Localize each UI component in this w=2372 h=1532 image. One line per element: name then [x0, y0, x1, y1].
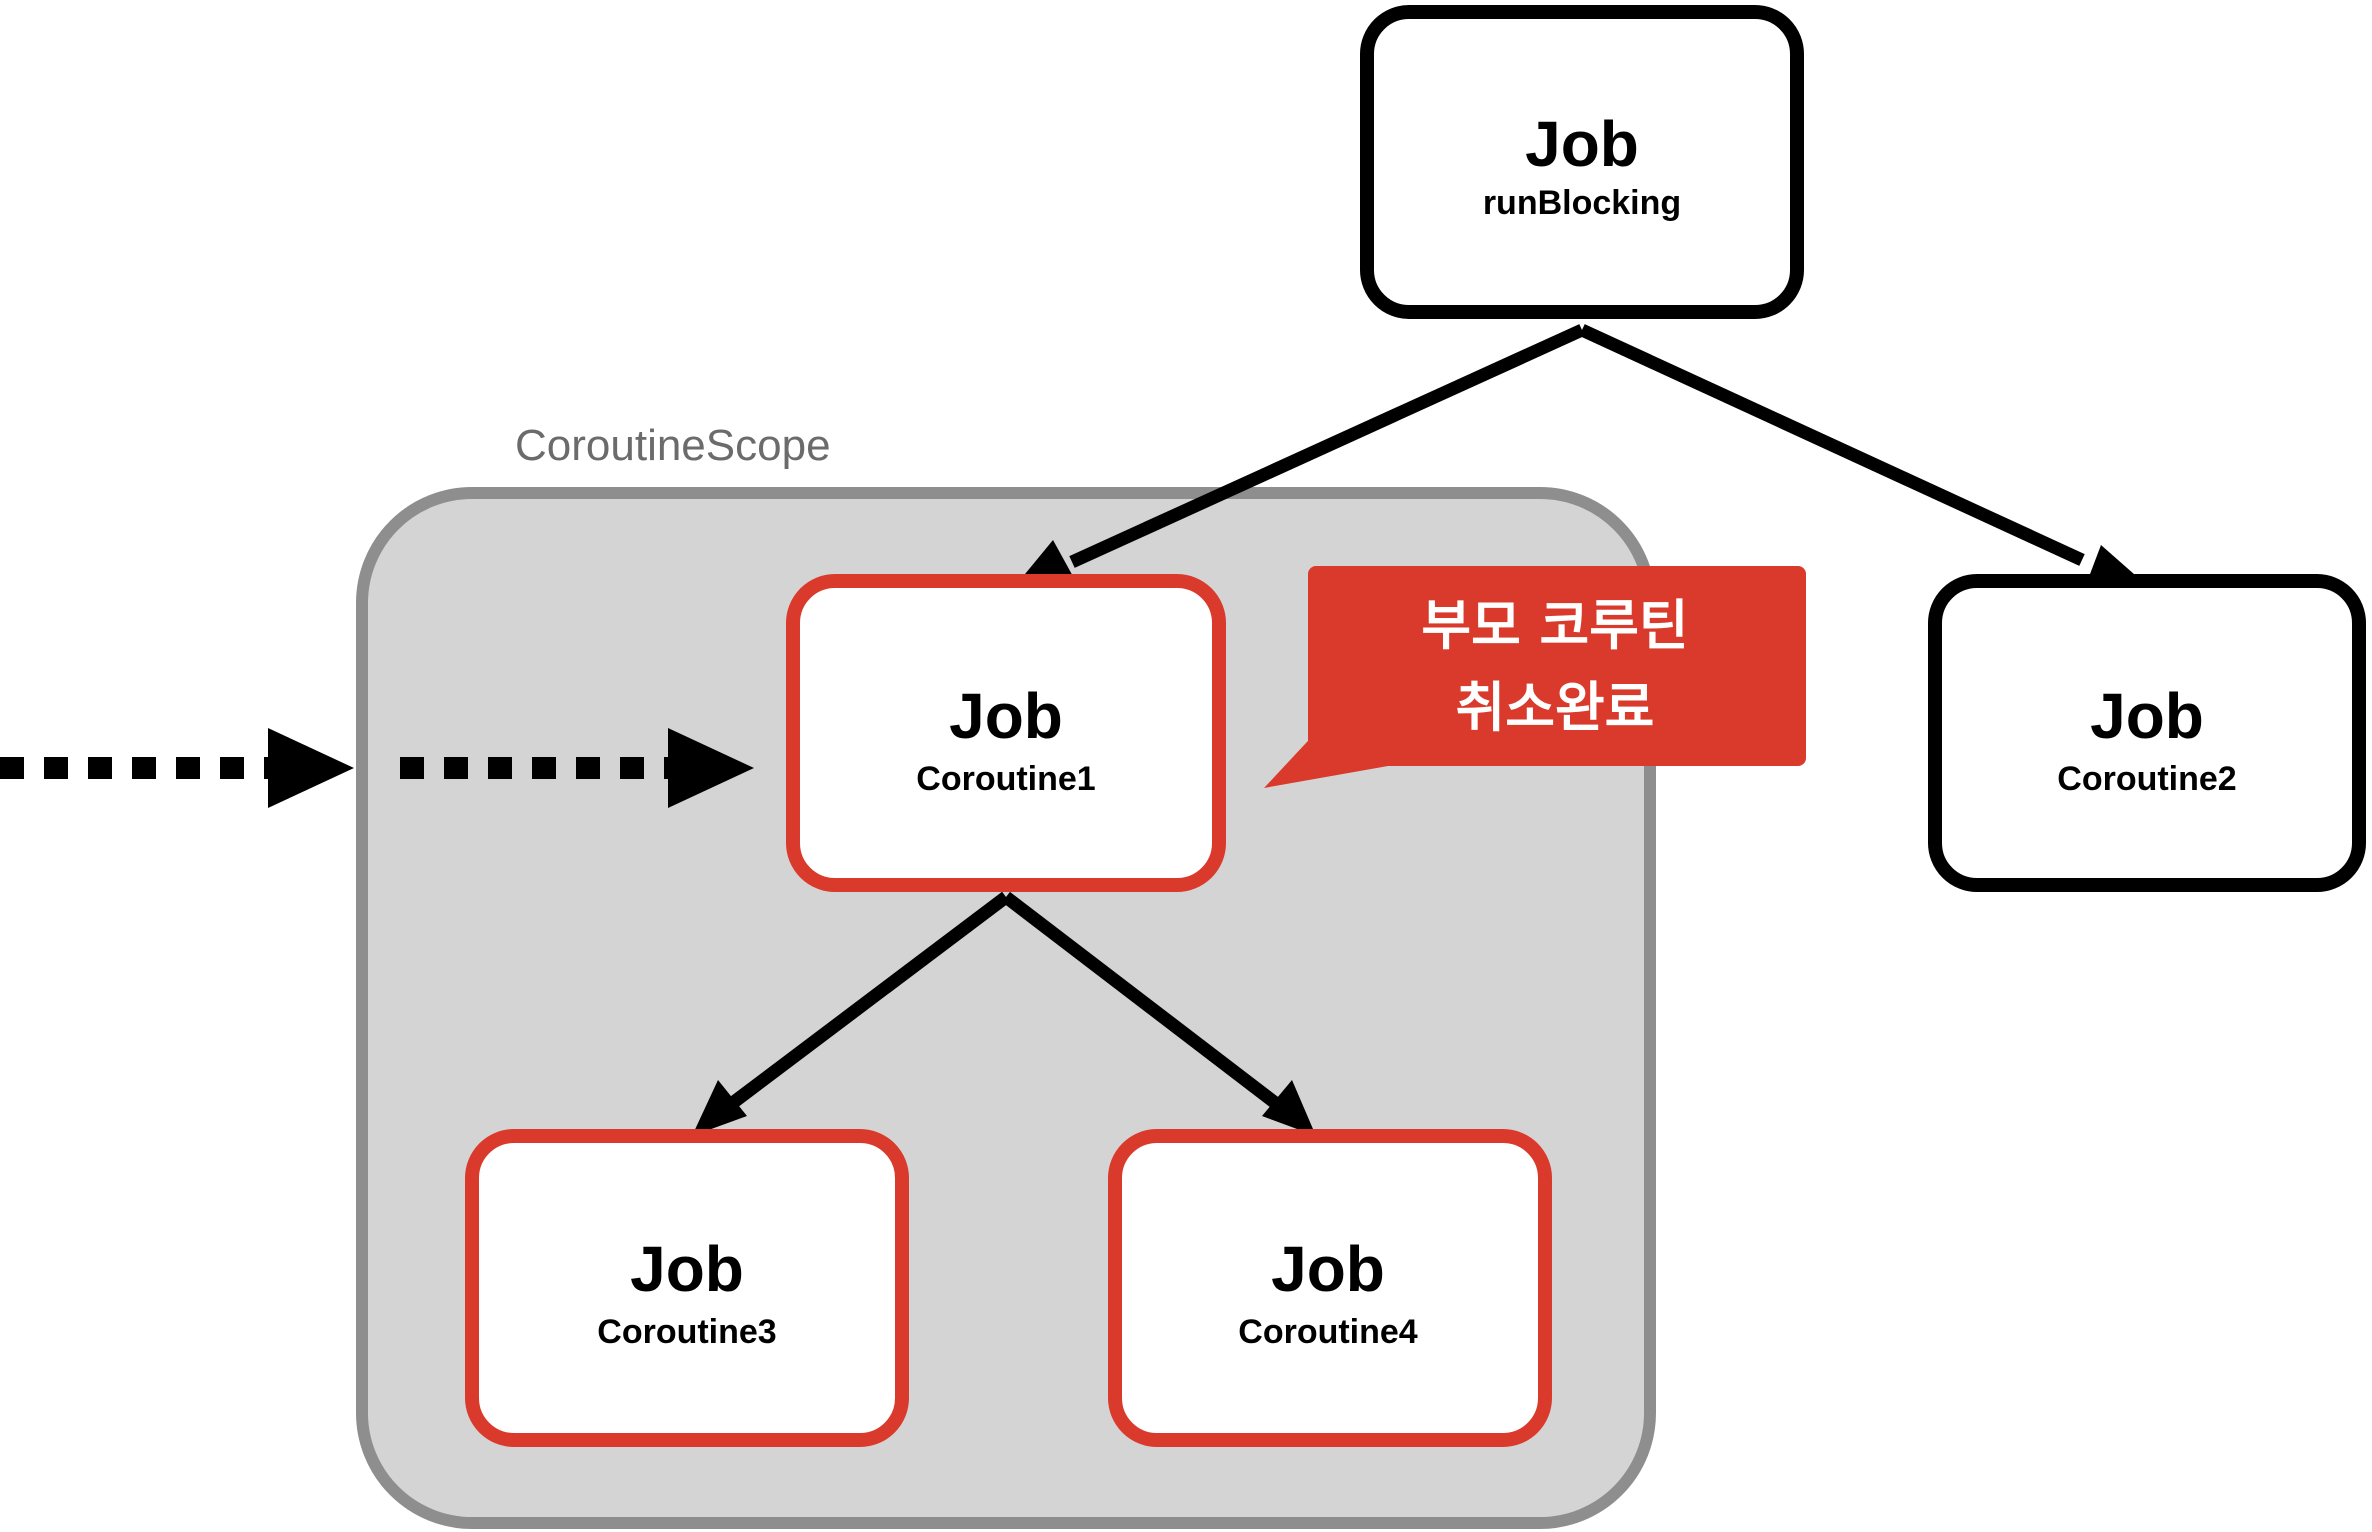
edge-coroutine1-to-coroutine3 — [692, 891, 1010, 1136]
job-node-coroutine4-subtitle: Coroutine4 — [1238, 1313, 1418, 1351]
job-node-coroutine2-subtitle: Coroutine2 — [2057, 760, 2236, 798]
job-node-coroutine4-title: Job — [1271, 1233, 1385, 1305]
job-node-coroutine3: Job Coroutine3 — [465, 1129, 909, 1447]
job-node-runblocking: Job runBlocking — [1360, 5, 1804, 319]
job-node-coroutine1-subtitle: Coroutine1 — [916, 760, 1095, 798]
job-node-coroutine2-title: Job — [2090, 680, 2204, 752]
coroutine-scope-label: CoroutineScope — [515, 421, 831, 470]
job-node-runblocking-subtitle: runBlocking — [1483, 184, 1681, 222]
cancel-complete-callout: 부모 코루틴 취소완료 — [1264, 566, 1806, 788]
cancel-signal-arrow-inner — [400, 728, 754, 808]
job-node-coroutine4: Job Coroutine4 — [1108, 1129, 1552, 1447]
edge-runblocking-to-coroutine2 — [1579, 324, 2143, 582]
cancel-signal-arrow-outer — [0, 728, 354, 808]
job-node-runblocking-title: Job — [1525, 108, 1639, 180]
job-node-coroutine1-title: Job — [949, 680, 1063, 752]
callout-line2: 취소완료 — [1456, 676, 1655, 739]
job-node-coroutine2: Job Coroutine2 — [1928, 574, 2366, 892]
edge-coroutine1-to-coroutine4 — [1002, 891, 1316, 1136]
edge-runblocking-to-coroutine1 — [1016, 324, 1585, 585]
callout-line1: 부모 코루틴 — [1421, 594, 1688, 657]
job-node-coroutine3-subtitle: Coroutine3 — [597, 1313, 776, 1351]
job-node-coroutine1: Job Coroutine1 — [786, 574, 1226, 892]
job-node-coroutine3-title: Job — [630, 1233, 744, 1305]
